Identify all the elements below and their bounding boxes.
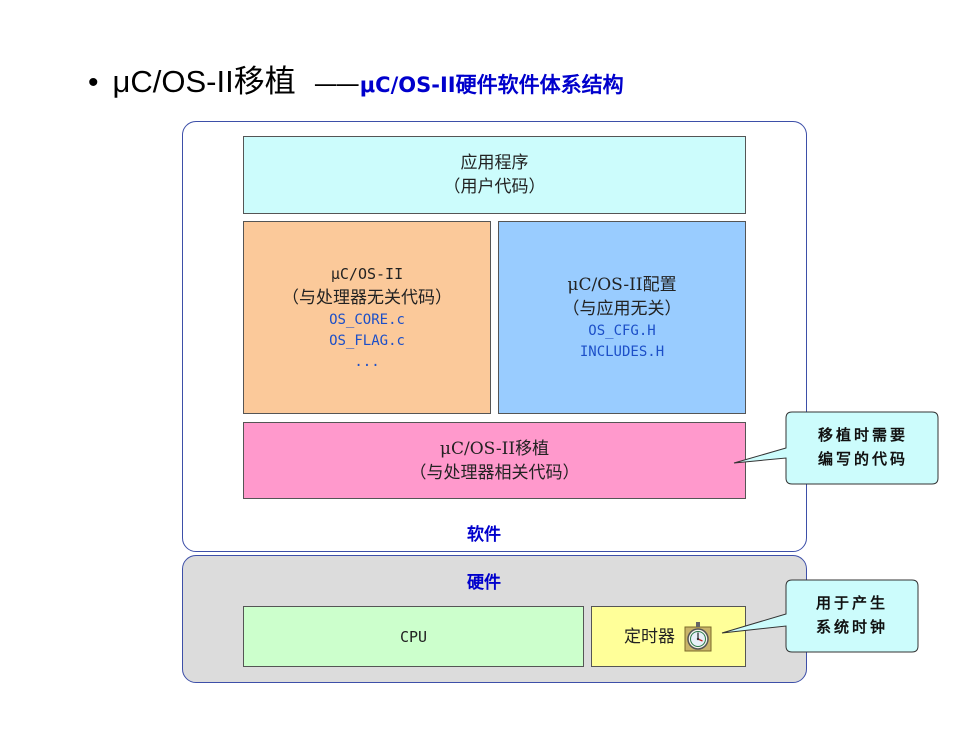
port-note-line1: 移植时需要 (817, 426, 908, 444)
config-sublabel: （与应用无关） (562, 298, 682, 319)
timer-note-line2: 系统时钟 (815, 618, 888, 636)
application-box: 应用程序 （用户代码） (243, 136, 746, 214)
port-note-line2: 编写的代码 (817, 450, 908, 468)
title-separator: —— (313, 70, 360, 98)
independent-label: μC/OS-II (330, 265, 404, 283)
application-sublabel: （用户代码） (443, 177, 546, 197)
configuration-box: μC/OS-II配置 （与应用无关） OS_CFG.H INCLUDES.H (498, 221, 746, 414)
cpu-box: CPU (243, 606, 584, 667)
slide-title: • μC/OS-II移植 —— μC/OS-II硬件软件体系结构 (88, 56, 624, 100)
config-label: μC/OS-II配置 (567, 274, 677, 295)
file-os-core: OS_CORE.c (329, 312, 405, 328)
software-label: 软件 (467, 525, 501, 545)
application-label: 应用程序 (460, 153, 529, 173)
cpu-label: CPU (399, 627, 428, 646)
timer-note-text: 用于产生 系统时钟 (796, 591, 908, 639)
hardware-label: 硬件 (467, 573, 501, 593)
file-os-flag: OS_FLAG.c (329, 333, 405, 349)
stopwatch-icon (684, 621, 712, 651)
title-main: μC/OS-II移植 (112, 64, 296, 99)
bullet: • (88, 66, 99, 99)
timer-note-line1: 用于产生 (815, 594, 888, 612)
processor-independent-box: μC/OS-II （与处理器无关代码） OS_CORE.c OS_FLAG.c … (243, 221, 491, 414)
port-sublabel: （与处理器相关代码） (409, 462, 580, 483)
independent-sublabel: （与处理器无关代码） (282, 288, 452, 308)
port-box: μC/OS-II移植 （与处理器相关代码） (243, 422, 746, 499)
file-ellipsis: ... (354, 354, 380, 370)
timer-label: 定时器 (624, 626, 675, 647)
file-includes: INCLUDES.H (579, 343, 665, 360)
title-subtitle: μC/OS-II硬件软件体系结构 (359, 73, 624, 97)
timer-box: 定时器 (591, 606, 746, 667)
port-note-text: 移植时需要 编写的代码 (800, 423, 926, 471)
port-label: μC/OS-II移植 (439, 438, 550, 459)
file-os-cfg: OS_CFG.H (588, 322, 656, 339)
